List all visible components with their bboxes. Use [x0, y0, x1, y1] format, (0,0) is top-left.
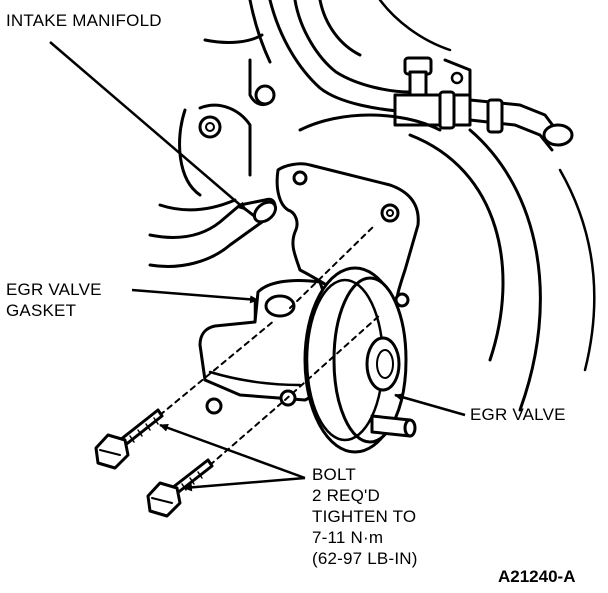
label-egr-valve: EGR VALVE: [470, 405, 566, 424]
label-intake-manifold: INTAKE MANIFOLD: [6, 11, 162, 30]
egr-valve-body: [198, 266, 417, 454]
label-bolt-quantity: 2 REQ'D: [312, 486, 380, 505]
intake-manifold-body: [158, 33, 276, 212]
label-egr-valve-gasket-line1: EGR VALVE: [6, 280, 102, 299]
label-bolt: BOLT: [312, 465, 356, 484]
egr-tube: [148, 197, 278, 268]
label-bolt-tighten: TIGHTEN TO: [312, 507, 416, 526]
figure-id: A21240-A: [498, 567, 576, 586]
egr-valve-gasket: [284, 224, 381, 401]
engine-housing: [298, 113, 596, 412]
bolt-upper: [94, 319, 276, 470]
fuel-line-fitting: [393, 56, 574, 152]
label-egr-valve-gasket-line2: GASKET: [6, 301, 76, 320]
fuel-lines: [248, 0, 452, 114]
label-bolt-torque-nm: 7-11 N·m: [312, 528, 383, 547]
label-bolt-torque-lbin: (62-97 LB-IN): [312, 549, 418, 568]
leader-lines: [49, 41, 466, 492]
bolt-lower: [146, 399, 286, 518]
